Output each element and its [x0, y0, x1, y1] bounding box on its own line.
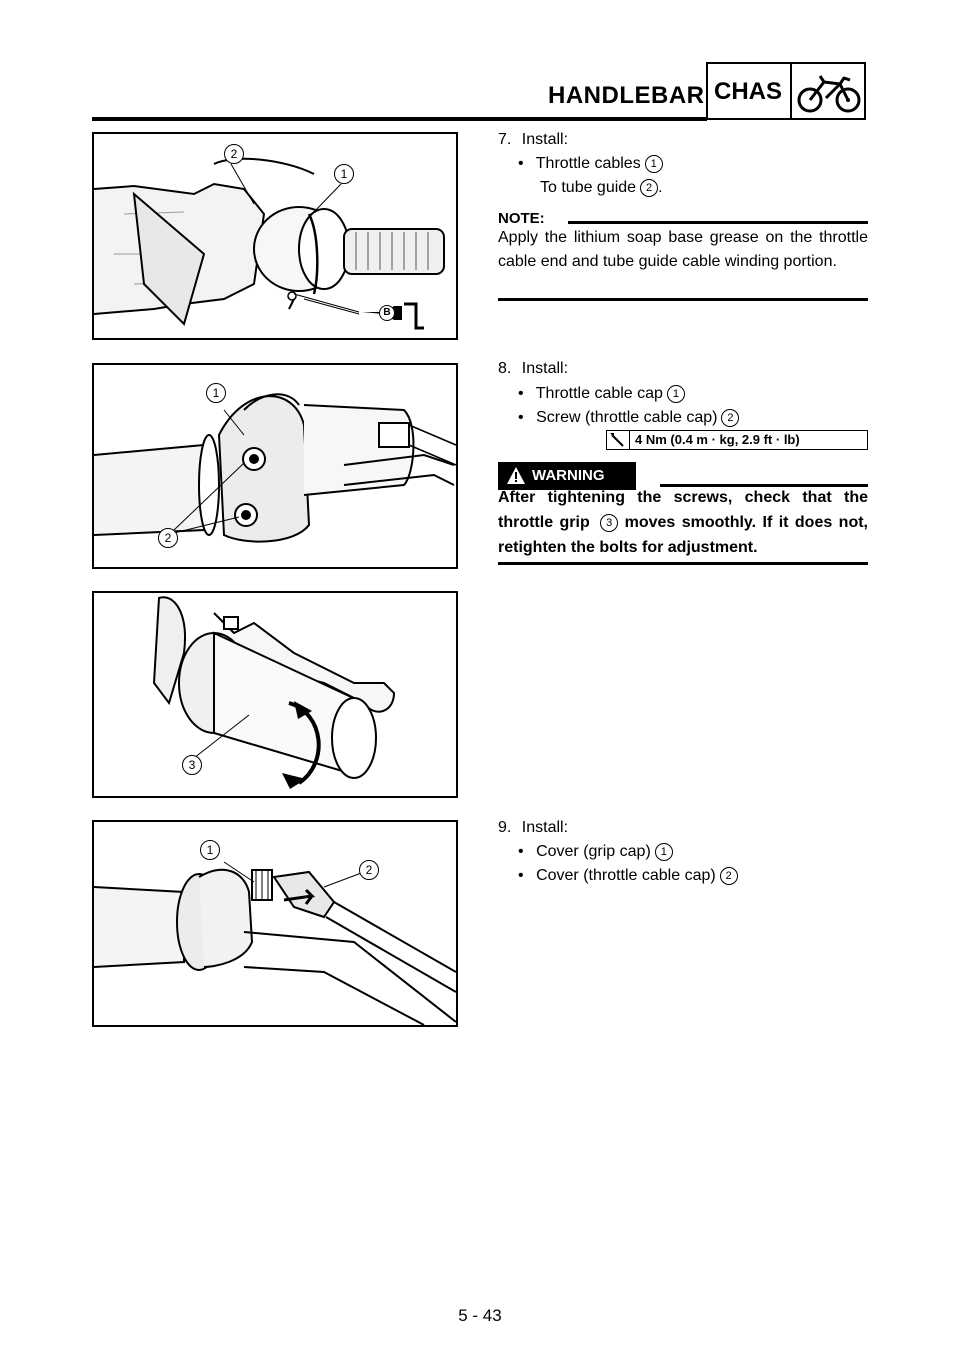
- grip-covers-illustration: [94, 861, 456, 1025]
- throttle-cable-illustration: [94, 157, 445, 330]
- figure-covers: 1 2: [92, 820, 458, 1027]
- ref-1: 1: [666, 385, 685, 403]
- warning-text: After tightening the screws, check that …: [498, 489, 868, 556]
- figure4-callout-2: 2: [359, 860, 379, 880]
- figure2-callout-2: 2: [158, 528, 178, 548]
- wrench-icon: [607, 431, 630, 449]
- grease-mark-b: B: [379, 305, 395, 321]
- throttle-cable-cap-illustration: [94, 393, 456, 543]
- ref-2: 2: [640, 179, 659, 197]
- page-title: HANDLEBAR: [548, 82, 705, 109]
- section-divider: [790, 64, 792, 118]
- ref-1: 1: [644, 155, 663, 173]
- step-9-heading: 9. Install:: [498, 819, 569, 836]
- step-8-heading: 8. Install:: [498, 360, 569, 377]
- figure4-callout-1: 1: [200, 840, 220, 860]
- figure-throttle-cable-cap: 1 2: [92, 363, 458, 569]
- section-badge: CHAS: [706, 62, 866, 120]
- step-7-heading: 7. Install:: [498, 131, 569, 148]
- step-9-item-1: Cover (grip cap)1: [518, 840, 673, 864]
- warning-bottom-rule: [498, 562, 868, 565]
- torque-spec: 4 Nm (0.4 m · kg, 2.9 ft · lb): [606, 430, 868, 450]
- note-text: Apply the lithium soap base grease on th…: [498, 229, 868, 270]
- figure3-callout-3: 3: [182, 755, 202, 775]
- figure1-callout-1: 1: [334, 164, 354, 184]
- warning-icon: [507, 467, 525, 484]
- note-top-rule: [568, 221, 868, 224]
- motorcycle-icon: [797, 75, 861, 113]
- figure2-callout-1: 1: [206, 383, 226, 403]
- ref-3: 3: [600, 514, 619, 532]
- warning-badge: WARNING: [498, 462, 636, 490]
- step-8-item-2: Screw (throttle cable cap)2: [518, 406, 740, 430]
- step-9-item-2: Cover (throttle cable cap)2: [518, 864, 738, 888]
- ref-1: 1: [654, 843, 673, 861]
- note-label: NOTE:: [498, 210, 545, 227]
- note-bottom-rule: [498, 298, 868, 301]
- ref-2: 2: [719, 867, 738, 885]
- warning-top-rule: [660, 484, 868, 487]
- page-number: 5 - 43: [458, 1306, 502, 1325]
- throttle-grip-illustration: [152, 596, 396, 789]
- ref-2: 2: [721, 409, 740, 427]
- section-label: CHAS: [714, 78, 783, 105]
- figure-throttle-grip: 3: [92, 591, 458, 798]
- figure1-callout-2: 2: [224, 144, 244, 164]
- header-rule: [92, 117, 707, 121]
- figure-throttle-cables: 2 1 B: [92, 132, 458, 340]
